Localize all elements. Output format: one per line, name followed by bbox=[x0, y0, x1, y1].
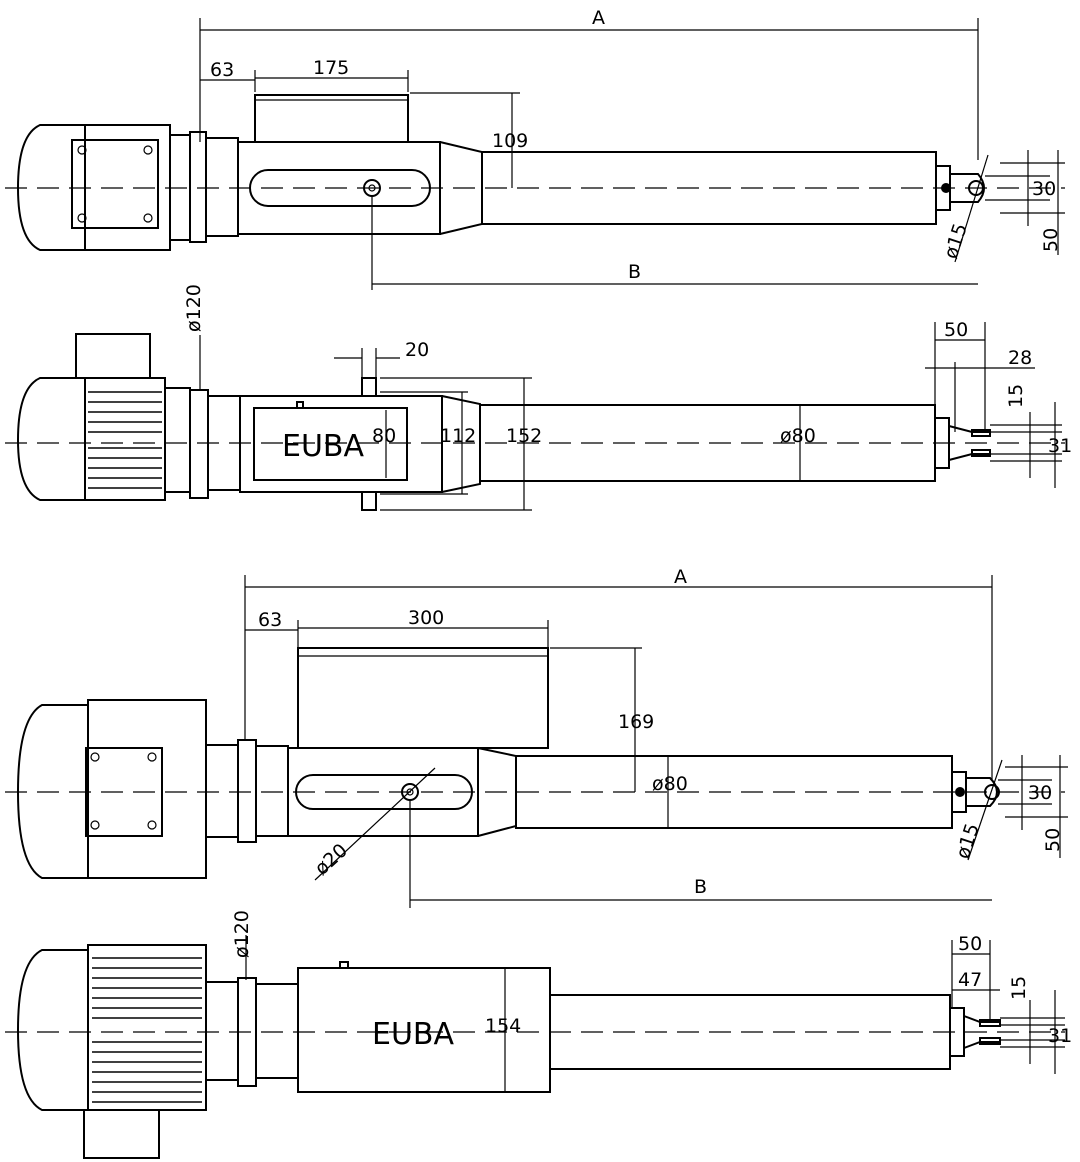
dimension-dia120: ø120 bbox=[231, 910, 253, 980]
dimension-50-28: 50 28 bbox=[925, 319, 1035, 432]
dim-28-label: 28 bbox=[1008, 347, 1032, 369]
dimension-109: 109 bbox=[410, 92, 528, 188]
dim-20-label: 20 bbox=[405, 339, 429, 361]
dim-dia120-label: ø120 bbox=[231, 910, 253, 958]
dimension-152: 152 bbox=[380, 377, 542, 511]
dim-63-label: 63 bbox=[258, 609, 282, 631]
hopper-300 bbox=[297, 647, 549, 749]
dim-63-label: 63 bbox=[210, 59, 234, 81]
dimension-a: A bbox=[199, 7, 979, 160]
dim-300-label: 300 bbox=[408, 607, 444, 629]
cooling-fins bbox=[88, 391, 162, 489]
dimension-20: 20 bbox=[334, 339, 429, 378]
dim-dia120-label: ø120 bbox=[183, 284, 205, 332]
dim-109-label: 109 bbox=[492, 130, 528, 152]
dim-169-label: 169 bbox=[618, 711, 654, 733]
dimension-dia15: ø15 bbox=[952, 759, 1003, 862]
dimension-300: 300 bbox=[297, 607, 549, 648]
dim-b-label: B bbox=[628, 261, 641, 283]
brand-euba: EUBA bbox=[372, 1017, 454, 1052]
dim-dia80-label: ø80 bbox=[780, 425, 816, 447]
dim-15-label: 15 bbox=[1005, 384, 1027, 408]
dimension-dia20: ø20 bbox=[311, 767, 436, 881]
dimension-30-50: 30 50 bbox=[998, 755, 1068, 858]
dimension-175: 175 bbox=[254, 57, 409, 92]
dim-dia20-label: ø20 bbox=[311, 839, 352, 879]
dim-b-label: B bbox=[694, 876, 707, 898]
dim-30-label: 30 bbox=[1032, 178, 1056, 200]
view-3-top-view: A 63 300 169 bbox=[5, 566, 1068, 908]
dimension-80: 80 bbox=[372, 410, 396, 478]
dimension-15-31: 15 31 bbox=[1000, 976, 1072, 1074]
dim-50-label: 50 bbox=[1042, 828, 1064, 852]
dimension-50-47: 50 47 bbox=[951, 933, 1000, 1020]
dim-175-label: 175 bbox=[313, 57, 349, 79]
dim-dia80-label: ø80 bbox=[652, 773, 688, 795]
dim-80-label: 80 bbox=[372, 425, 396, 447]
motor bbox=[16, 333, 241, 501]
view-2-side-view: EUBA ø120 20 80 112 152 bbox=[5, 284, 1072, 511]
dimension-dia80: ø80 bbox=[652, 756, 688, 828]
view-4-side-view: EUBA ø120 154 50 47 15 31 bbox=[5, 910, 1072, 1159]
dim-112-label: 112 bbox=[440, 425, 476, 447]
dimension-63: 63 bbox=[200, 59, 255, 81]
view-1-top-view: A 63 175 109 bbox=[5, 7, 1065, 290]
dimension-169: 169 bbox=[550, 647, 654, 792]
dim-50-label: 50 bbox=[1040, 228, 1062, 252]
dimension-15-31: 15 31 bbox=[990, 384, 1072, 488]
dim-dia15-label: ø15 bbox=[940, 221, 972, 262]
dim-50-label: 50 bbox=[944, 319, 968, 341]
dimension-154: 154 bbox=[485, 968, 521, 1092]
dim-15-label: 15 bbox=[1008, 976, 1030, 1000]
brand-euba: EUBA bbox=[282, 429, 364, 464]
dim-154-label: 154 bbox=[485, 1015, 521, 1037]
dim-50-label: 50 bbox=[958, 933, 982, 955]
dim-31-label: 31 bbox=[1048, 435, 1072, 457]
dimension-dia15: ø15 bbox=[940, 154, 989, 263]
dimension-112: 112 bbox=[380, 391, 476, 495]
dimension-b: B bbox=[371, 196, 978, 290]
motor bbox=[16, 944, 299, 1159]
cooling-fins bbox=[92, 957, 202, 1103]
dim-a-label: A bbox=[592, 7, 605, 29]
hopper-175 bbox=[254, 94, 409, 143]
dim-152-label: 152 bbox=[506, 425, 542, 447]
motor bbox=[16, 699, 289, 879]
dim-47-label: 47 bbox=[958, 969, 982, 991]
dimension-a: A bbox=[244, 566, 993, 780]
dimension-dia120: ø120 bbox=[183, 284, 205, 390]
dim-a-label: A bbox=[674, 566, 687, 588]
dim-30-label: 30 bbox=[1028, 782, 1052, 804]
dimension-dia80: ø80 bbox=[780, 405, 816, 481]
dimension-30-50: 30 50 bbox=[985, 150, 1065, 255]
dimension-63: 63 bbox=[245, 609, 298, 631]
dimension-b: B bbox=[409, 800, 992, 908]
dim-dia15-label: ø15 bbox=[952, 821, 984, 862]
dim-31-label: 31 bbox=[1048, 1025, 1072, 1047]
